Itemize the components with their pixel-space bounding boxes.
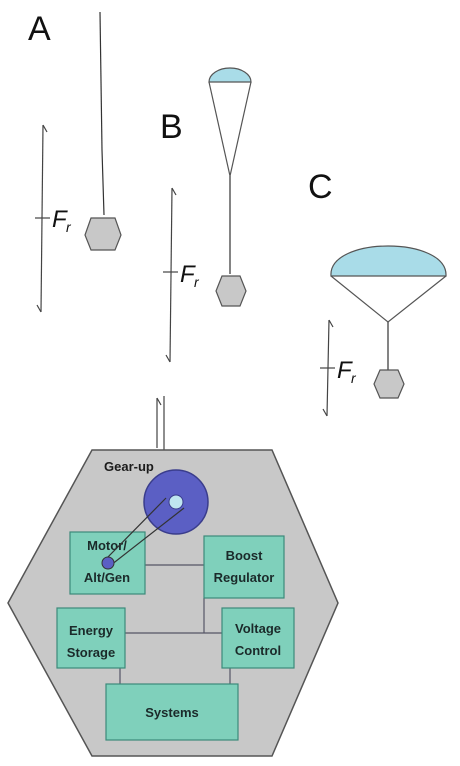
- systems-label: Systems: [145, 705, 198, 720]
- motor-pulley: [101, 556, 115, 570]
- voltage-label-line2: Control: [235, 643, 281, 658]
- panel-b-probe: [215, 275, 247, 307]
- panel-a-force-arrow: [35, 124, 50, 313]
- motor-label-line1: Motor/: [87, 538, 127, 553]
- panel-c-force-symbol: F: [337, 357, 353, 384]
- boost-regulator-box: [203, 535, 285, 599]
- gear-belt: [104, 497, 185, 566]
- voltage-control-box: [221, 607, 295, 669]
- systems-box: [105, 683, 239, 741]
- panel-a-force-symbol: F: [52, 206, 68, 233]
- panel-a-probe: [84, 217, 122, 251]
- boost-label-line2: Regulator: [214, 570, 275, 585]
- panel-a-label: A: [28, 10, 51, 48]
- gear-up-label: Gear-up: [104, 459, 154, 474]
- panel-c-parachute: [330, 245, 447, 323]
- gear-up-hub: [168, 494, 184, 510]
- panel-c-force-arrow: [320, 319, 335, 417]
- panel-b-force-subscript: r: [194, 274, 200, 290]
- panel-b-force-symbol: F: [180, 261, 196, 288]
- probe-body-hexagon: [7, 449, 339, 757]
- panel-c-force-subscript: r: [351, 370, 357, 386]
- panel-a-tether: [99, 11, 105, 216]
- voltage-label-line1: Voltage: [235, 621, 281, 636]
- energy-label-line1: Energy: [69, 623, 114, 638]
- panel-c-probe: [373, 369, 405, 399]
- panel-b-label: B: [160, 108, 183, 146]
- panel-b-force-arrow: [163, 187, 178, 363]
- panel-b-parachute: [208, 67, 252, 177]
- connection-lines: [119, 564, 231, 684]
- energy-label-line2: Storage: [67, 645, 115, 660]
- boost-label-line1: Boost: [226, 548, 264, 563]
- panel-c-label: C: [308, 168, 333, 206]
- motor-label-line2: Alt/Gen: [84, 570, 130, 585]
- panel-a-force-subscript: r: [66, 219, 72, 235]
- energy-storage-box: [56, 607, 126, 669]
